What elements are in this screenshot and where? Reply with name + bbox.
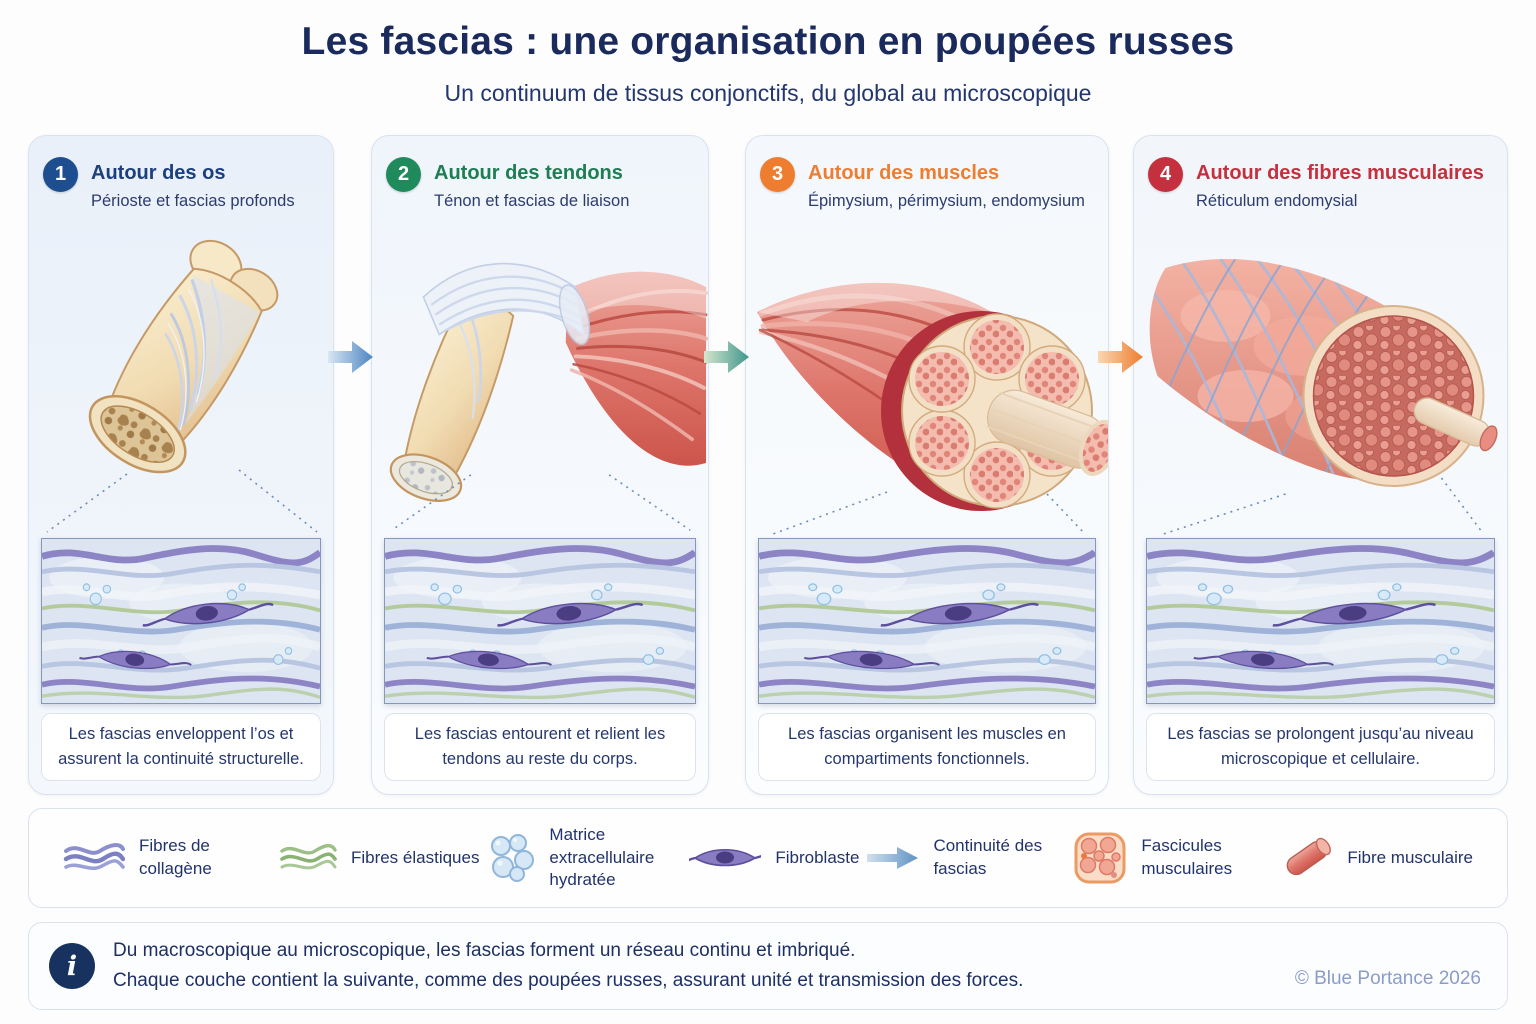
legend-label: Continuité des fascias <box>933 836 1043 878</box>
flow-arrow-blue-icon <box>328 338 374 376</box>
legend-label: Fascicules musculaires <box>1141 836 1233 878</box>
panel-number-badge: 2 <box>386 157 421 192</box>
legend-item-continuity: Continuité des fascias <box>867 835 1065 881</box>
footer-note: i Du macroscopique au microscopique, les… <box>28 922 1508 1010</box>
panel-number-badge: 4 <box>1148 157 1183 192</box>
legend-item-fibroblast: Fibroblaste <box>689 844 859 872</box>
panel-subtitle: Épimysium, périmysium, endomysium <box>808 192 1085 210</box>
legend-label: Fibroblaste <box>775 847 860 867</box>
legend-item-fascicles: Fascicules musculaires <box>1073 831 1273 885</box>
legend-label: Fibre musculaire <box>1347 847 1473 867</box>
bone-periosteum-illustration <box>29 226 333 538</box>
panel-caption-box: Les fascias se prolongent jusqu’au nivea… <box>1146 713 1495 781</box>
legend-bar: Fibres de collagène Fibres élastiques <box>28 808 1508 908</box>
flow-arrow-green-icon <box>704 338 750 376</box>
panel-caption: Les fascias se prolongent jusqu’au nivea… <box>1167 725 1474 768</box>
legend-item-matrix: Matrice extracellulaire hydratée <box>487 824 681 893</box>
legend-label: Fibres élastiques <box>350 847 480 867</box>
panel-subtitle: Ténon et fascias de liaison <box>434 192 630 210</box>
muscle-fascicles-icon <box>1073 831 1127 885</box>
muscle-fascicles-illustration <box>746 226 1108 538</box>
legend-item-elastic: Fibres élastiques <box>279 841 480 875</box>
continuity-arrow-icon <box>867 845 919 871</box>
panel-number-badge: 3 <box>760 157 795 192</box>
panels-row: 1 Autour des os Périoste et fascias prof… <box>28 135 1508 795</box>
panel-header: 3 Autour des muscles Épimysium, périmysi… <box>746 136 1108 226</box>
elastic-fibers-icon <box>279 841 337 875</box>
footer-line-1: Du macroscopique au microscopique, les f… <box>113 939 856 961</box>
panel-card-muscle-fibers: 4 Autour des fibres musculaires Réticulu… <box>1133 135 1508 795</box>
hydrated-matrix-icon <box>487 833 535 883</box>
panel-title: Autour des muscles <box>808 162 1000 184</box>
panel-card-bones: 1 Autour des os Périoste et fascias prof… <box>28 135 334 795</box>
panel-caption-box: Les fascias enveloppent l’os et assurent… <box>41 713 321 781</box>
panel-subtitle: Périoste et fascias profonds <box>91 192 295 210</box>
panel-caption: Les fascias enveloppent l’os et assurent… <box>58 725 304 768</box>
microscopic-inset <box>384 538 696 704</box>
fibroblast-icon <box>689 844 762 872</box>
legend-item-fiber: Fibre musculaire <box>1281 835 1473 881</box>
muscle-fiber-icon <box>1281 835 1333 881</box>
fascicle-fiber-illustration <box>1134 226 1507 538</box>
panel-card-tendons: 2 Autour des tendons Ténon et fascias de… <box>371 135 709 795</box>
panel-header: 2 Autour des tendons Ténon et fascias de… <box>372 136 708 226</box>
footer-text: Du macroscopique au microscopique, les f… <box>113 936 1023 997</box>
panel-title: Autour des tendons <box>434 162 623 184</box>
legend-label: Fibres de collagène <box>139 836 212 878</box>
panel-title: Autour des fibres musculaires <box>1196 162 1484 184</box>
microscopic-inset <box>41 538 321 704</box>
info-icon: i <box>49 943 95 989</box>
panel-number-badge: 1 <box>43 157 78 192</box>
panel-caption: Les fascias entourent et relient les ten… <box>414 725 666 768</box>
collagen-fibers-icon <box>63 840 125 876</box>
tendon-junction-illustration <box>372 226 708 538</box>
panel-header: 4 Autour des fibres musculaires Réticulu… <box>1134 136 1507 226</box>
page-subtitle: Un continuum de tissus conjonctifs, du g… <box>444 80 1092 106</box>
page-title: Les fascias : une organisation en poupée… <box>301 20 1235 63</box>
panel-caption-box: Les fascias organisent les muscles en co… <box>758 713 1096 781</box>
panel-caption: Les fascias organisent les muscles en co… <box>788 725 1066 768</box>
flow-arrow-orange-icon <box>1098 338 1144 376</box>
copyright: © Blue Portance 2026 <box>1294 968 1481 989</box>
legend-label: Matrice extracellulaire hydratée <box>549 824 655 890</box>
panel-caption-box: Les fascias entourent et relient les ten… <box>384 713 696 781</box>
panel-title: Autour des os <box>91 162 226 184</box>
microscopic-inset <box>1146 538 1495 704</box>
panel-header: 1 Autour des os Périoste et fascias prof… <box>29 136 333 226</box>
panel-card-muscles: 3 Autour des muscles Épimysium, périmysi… <box>745 135 1109 795</box>
footer-line-2: Chaque couche contient la suivante, comm… <box>113 970 1024 991</box>
legend-item-collagen: Fibres de collagène <box>63 835 271 881</box>
panel-subtitle: Réticulum endomysial <box>1196 192 1358 210</box>
microscopic-inset <box>758 538 1096 704</box>
